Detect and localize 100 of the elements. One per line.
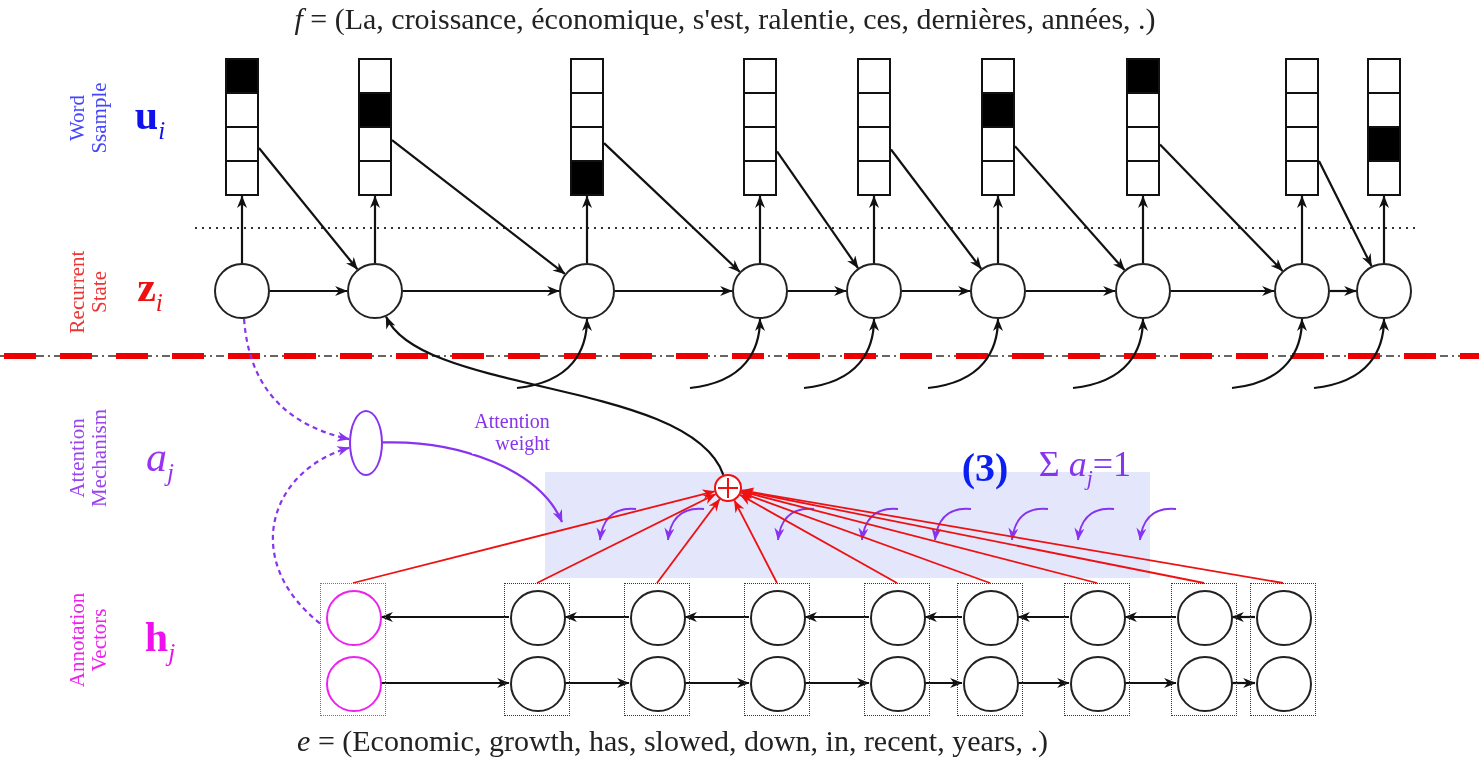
annotation-column: [320, 583, 386, 716]
arrow: [656, 498, 721, 584]
arrow: [733, 499, 778, 584]
arrow: [740, 489, 1098, 584]
annotation-column: [624, 583, 690, 716]
state-circle: [214, 263, 270, 319]
state-circle: [1115, 263, 1171, 319]
arrow: [270, 286, 348, 296]
annotation-circle: [870, 590, 926, 646]
variable-symbol: a$_{j}$: [146, 433, 174, 487]
arrow: [1231, 318, 1307, 390]
annotation-column: [957, 583, 1023, 716]
arrow: [993, 195, 1003, 263]
annotation-circle: [1177, 656, 1233, 712]
arrow: [582, 195, 592, 263]
annotation-column: [1171, 583, 1237, 716]
arrow: [1072, 318, 1148, 390]
arrow: [925, 678, 963, 688]
word-vector: [570, 58, 604, 196]
word-vector: [743, 58, 777, 196]
annotation-circle: [870, 656, 926, 712]
arrow: [1297, 195, 1307, 263]
annotation-column: [1250, 583, 1316, 716]
arrow: [1124, 612, 1176, 622]
arrow: [788, 286, 847, 296]
row-label: Word Ssample: [65, 82, 111, 154]
variable-symbol: h$_{j}$: [144, 613, 176, 667]
state-circle: [1356, 263, 1412, 319]
variable-symbol: z$_{i}$: [137, 263, 163, 317]
word-vector: [1367, 58, 1401, 196]
annotation-circle: [750, 656, 806, 712]
arrow: [869, 195, 879, 263]
arrow: [1026, 286, 1116, 296]
arrow: [924, 612, 962, 622]
annotation-circle: [963, 590, 1019, 646]
arrow: [1159, 143, 1284, 272]
arrow: [383, 441, 563, 523]
arrow: [685, 678, 750, 688]
annotation-column: [744, 583, 810, 716]
arrow: [1138, 195, 1148, 263]
state-circle: [347, 263, 403, 319]
arrow: [258, 147, 359, 270]
annotation-circle: [630, 590, 686, 646]
word-vector: [358, 58, 392, 196]
arrow: [902, 286, 971, 296]
arrow: [803, 318, 879, 390]
arrow: [352, 489, 716, 584]
row-label: Attention Mechanism: [65, 409, 111, 507]
arrow: [890, 148, 982, 270]
annotation-column: [1064, 583, 1130, 716]
annotation-circle: [963, 656, 1019, 712]
arrow: [805, 678, 870, 688]
arrow: [1232, 678, 1256, 688]
arrow: [755, 195, 765, 263]
annotation-circle: [510, 656, 566, 712]
variable-symbol: u$_{i}$: [134, 91, 166, 145]
arrow: [684, 612, 749, 622]
arrow: [271, 446, 350, 625]
arrow: [403, 286, 560, 296]
annotation-circle: [1177, 590, 1233, 646]
word-vector: [981, 58, 1015, 196]
arrow: [927, 318, 1003, 390]
arrow: [739, 493, 898, 584]
arrow: [740, 491, 991, 584]
arrow: [565, 678, 630, 688]
annotation-circle: [1256, 590, 1312, 646]
annotation-circle: [750, 590, 806, 646]
arrow: [385, 316, 725, 476]
annotation-circle: [1070, 656, 1126, 712]
state-circle: [1274, 263, 1330, 319]
arrow: [1330, 286, 1357, 296]
arrow: [1379, 195, 1389, 263]
arrow: [516, 318, 592, 390]
arrow: [1018, 678, 1070, 688]
annotation-circle: [1256, 656, 1312, 712]
arrow: [1014, 145, 1126, 271]
arrow: [391, 139, 566, 275]
arrow: [242, 318, 350, 442]
state-circle: [970, 263, 1026, 319]
annotation-circle: [326, 590, 382, 646]
word-vector: [1285, 58, 1319, 196]
arrow: [689, 318, 765, 390]
annotation-circle: [630, 656, 686, 712]
arrow: [380, 612, 509, 622]
arrow: [1231, 612, 1255, 622]
arrow: [804, 612, 869, 622]
annotation-circle: [326, 656, 382, 712]
formula: (3): [961, 443, 1009, 491]
row-label: Annotation Vectors: [65, 592, 111, 688]
annotation-column: [504, 583, 570, 716]
arrow: [603, 142, 741, 273]
arrow: [381, 678, 510, 688]
arrow: [1017, 612, 1069, 622]
word-vector: [857, 58, 891, 196]
annotation-column: [864, 583, 930, 716]
state-circle: [559, 263, 615, 319]
source-sentence: e = (Economic, growth, has, slowed, down, in, recent, years, .): [296, 724, 1049, 758]
annotation-circle: [510, 590, 566, 646]
arrow: [740, 487, 1284, 584]
row-label: Recurrent State: [65, 250, 111, 334]
